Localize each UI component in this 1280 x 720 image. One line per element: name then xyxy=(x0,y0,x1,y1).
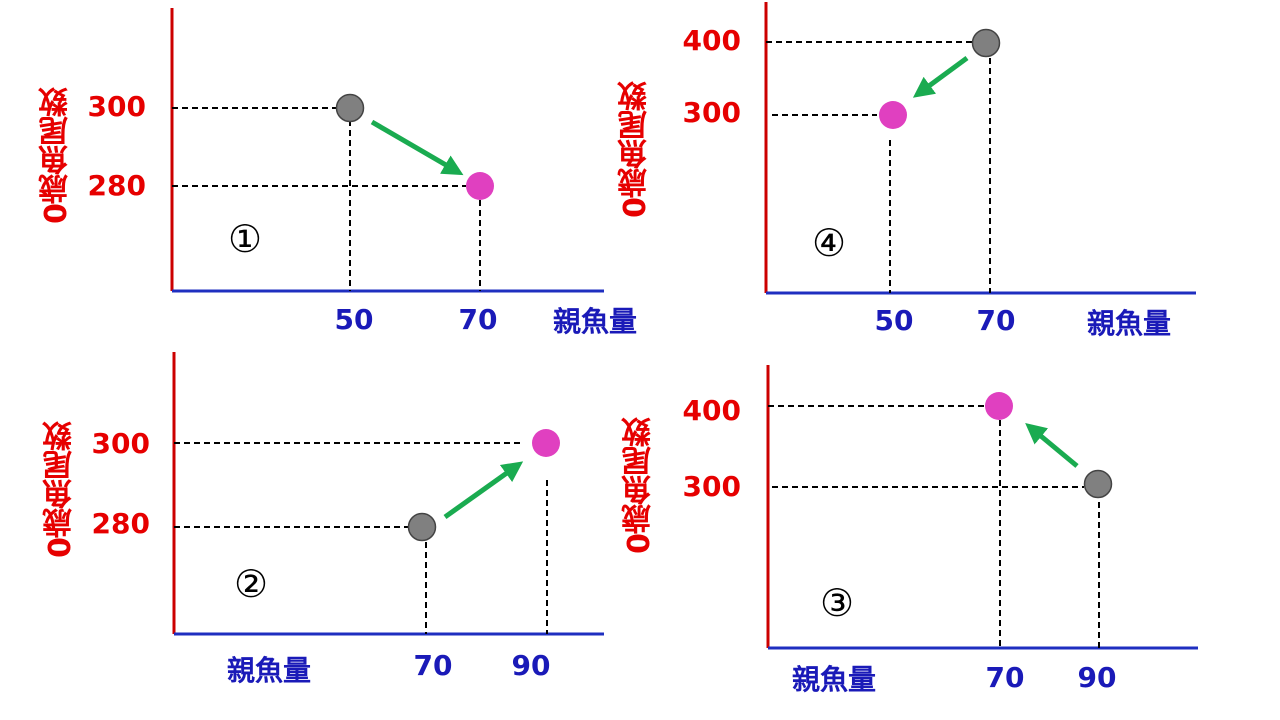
panel-2-y-tick-high: 300 xyxy=(91,427,150,460)
panel-1-point-from xyxy=(335,93,365,123)
panel-1-x-axis-label: 親魚量 xyxy=(553,305,638,338)
panel-4-point-to xyxy=(879,101,907,129)
panel-3-y-tick-low: 300 xyxy=(682,470,741,503)
panel-3-y-tick-high: 400 xyxy=(682,394,741,427)
panel-2-y-tick-low: 280 xyxy=(91,507,150,540)
panel-4-y-tick-high: 400 xyxy=(682,24,741,57)
panel-3-x-axis-label: 親魚量 xyxy=(792,663,877,696)
panel-1-arrow xyxy=(370,119,464,176)
panel-4-point-from xyxy=(971,28,1001,58)
panel-4-x-tick-first: 50 xyxy=(874,304,914,337)
panel-1-x-tick-first: 50 xyxy=(334,303,374,336)
panel-2-arrow xyxy=(443,461,524,520)
panel-2-x-tick-first: 70 xyxy=(413,649,453,682)
panel-3-arrow xyxy=(1025,422,1079,468)
panel-3-point-from xyxy=(1083,469,1113,499)
panel-3-x-tick-first: 70 xyxy=(985,661,1025,694)
panel-4-marker: ④ xyxy=(812,221,847,265)
panel-3-x-tick-second: 90 xyxy=(1077,661,1117,694)
panel-1-graphics xyxy=(170,8,604,293)
panel-4-y-tick-low: 300 xyxy=(682,96,741,129)
panel-4-x-tick-second: 70 xyxy=(976,304,1016,337)
panel-2-graphics xyxy=(172,352,604,636)
panel-4-arrow xyxy=(912,55,969,98)
panel-2-x-tick-second: 90 xyxy=(511,649,551,682)
panel-4-graphics xyxy=(764,2,1196,295)
panel-1-point-to xyxy=(466,172,494,200)
panel-4-x-axis-label: 親魚量 xyxy=(1087,307,1172,340)
panel-3-point-to xyxy=(985,392,1013,420)
panel-2-point-to xyxy=(532,429,560,457)
panel-2-point-from xyxy=(407,512,437,542)
panel-1-y-tick-high: 300 xyxy=(87,90,146,123)
panel-1-x-tick-second: 70 xyxy=(458,303,498,336)
panel-1-marker: ① xyxy=(228,217,263,261)
panel-1-y-tick-low: 280 xyxy=(87,169,146,202)
panel-3-marker: ③ xyxy=(820,581,855,625)
panel-4-y-axis-label: 0歳魚尾数 xyxy=(618,82,653,218)
panel-3-graphics xyxy=(766,365,1198,650)
panel-2-x-axis-label: 親魚量 xyxy=(227,654,312,687)
panel-2-marker: ② xyxy=(234,562,269,606)
panel-3-y-axis-label: 0歳魚尾数 xyxy=(622,418,657,554)
